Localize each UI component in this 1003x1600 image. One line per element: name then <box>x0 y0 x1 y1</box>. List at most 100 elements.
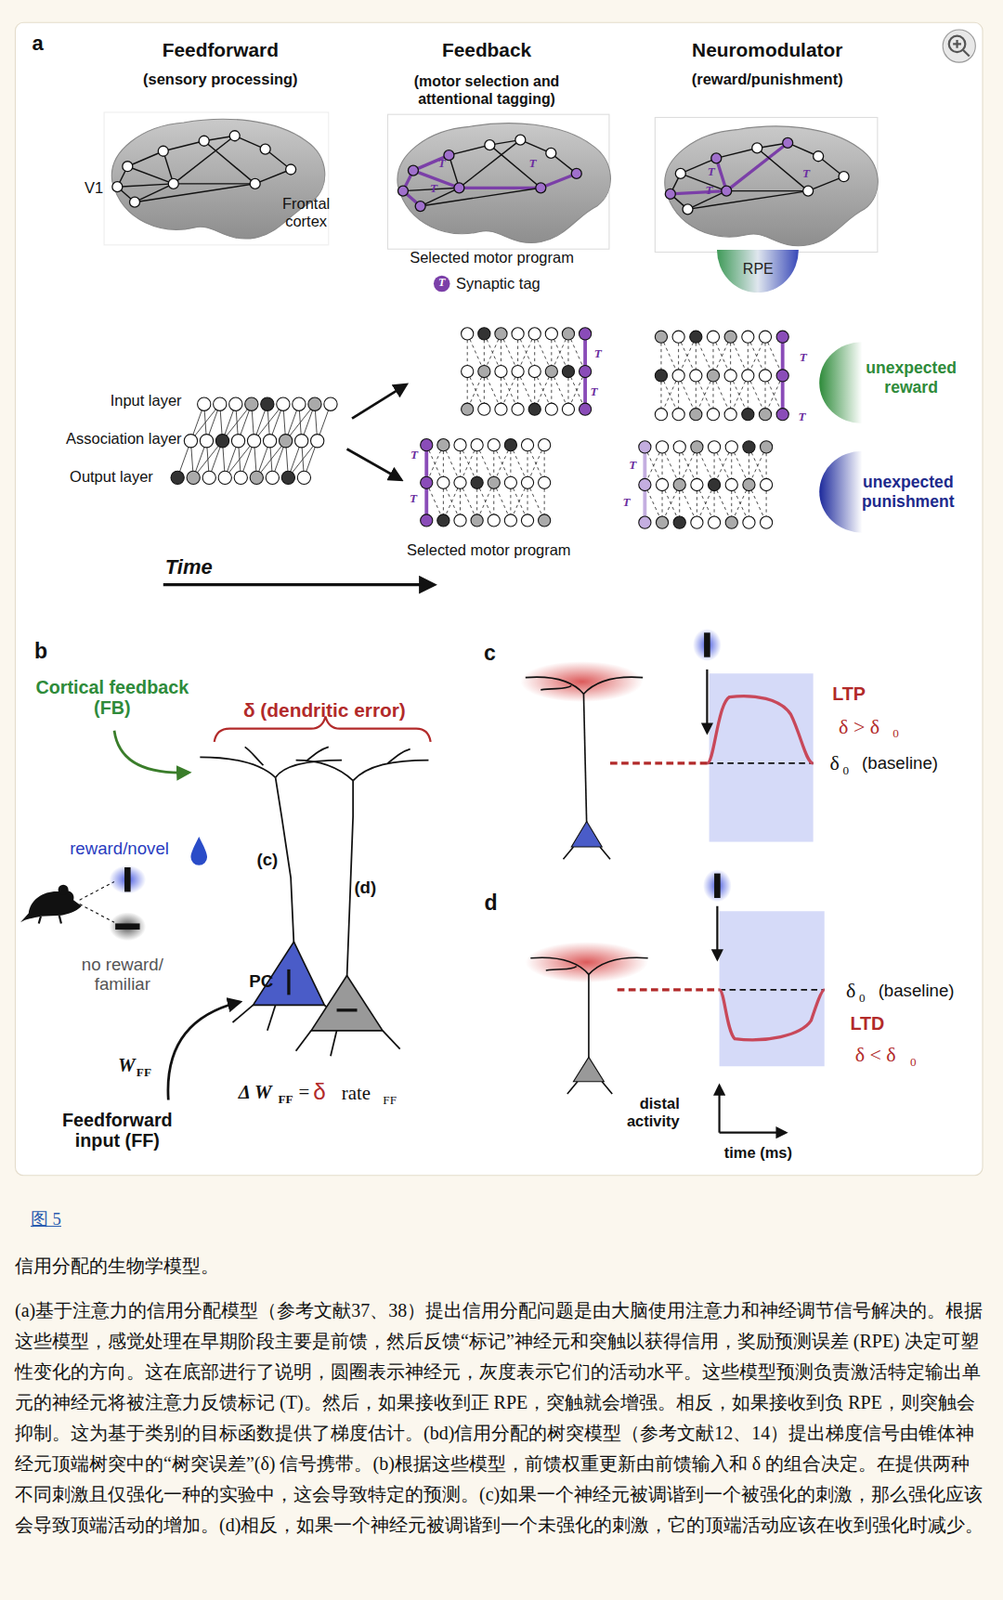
neuron-circle <box>494 327 508 340</box>
neuron-circle <box>297 470 311 484</box>
label: distal activity <box>606 1094 680 1131</box>
label: reward/novel <box>69 838 170 859</box>
baseline <box>719 989 825 991</box>
trace <box>719 989 825 1041</box>
stroke <box>173 135 235 184</box>
layer-network <box>654 330 789 421</box>
neuron-circle <box>725 441 738 454</box>
stroke <box>756 147 808 191</box>
label: (baseline) <box>878 980 955 1001</box>
brain-node <box>260 143 271 155</box>
neuron-circle <box>494 364 508 378</box>
label: δ <box>312 1079 326 1106</box>
neuron-circle <box>276 397 290 411</box>
stroke <box>670 191 727 195</box>
neuron-circle <box>420 514 433 527</box>
trace-baseline <box>610 761 707 765</box>
neuron-circle <box>231 434 245 448</box>
neuron-circle <box>470 514 483 527</box>
label: T <box>799 350 808 365</box>
label: 0 <box>910 1055 917 1069</box>
neuron-circle <box>760 441 773 454</box>
label: Frontal cortex <box>274 195 339 231</box>
neuron-circle <box>638 441 652 454</box>
label: Selected motor program <box>406 541 572 560</box>
neuron-circle <box>324 397 338 411</box>
stimulus-bar <box>124 867 131 892</box>
neuron-circle <box>706 408 719 421</box>
legend-text: Synaptic tag <box>455 274 541 293</box>
brain-network <box>664 137 849 214</box>
neuron-circle <box>420 476 433 489</box>
neuron-circle <box>538 439 551 452</box>
stroke <box>489 144 541 188</box>
brain-node <box>664 188 676 199</box>
neuron-circle <box>197 397 211 411</box>
label: Neuromodulator <box>691 39 843 62</box>
stroke <box>716 147 757 158</box>
stroke <box>726 190 808 192</box>
label: (motor selection and attentional tagging… <box>379 73 595 108</box>
network-group <box>112 130 849 529</box>
label: T <box>410 447 418 462</box>
brain-network <box>112 130 297 208</box>
layer-network <box>638 441 773 529</box>
brain-node <box>286 164 297 175</box>
label: a <box>32 31 44 55</box>
neuron-circle <box>690 369 703 382</box>
neuron-circle <box>213 397 227 411</box>
layer-network <box>170 397 338 484</box>
baseline <box>706 762 813 765</box>
neuron-circle <box>561 403 574 416</box>
droplet <box>190 836 208 866</box>
neuron-circle <box>234 470 248 484</box>
neuron-circle <box>202 470 216 484</box>
neuron-circle <box>690 516 704 529</box>
label: 0 <box>859 990 866 1005</box>
label: unexpected reward <box>854 358 969 396</box>
neuron-circle <box>218 470 232 484</box>
reward-window <box>719 911 825 1067</box>
label: T <box>798 409 807 424</box>
label: T <box>438 156 446 170</box>
neuron-circle <box>260 397 274 411</box>
label: LTP <box>832 683 866 705</box>
tag-swatch <box>433 275 451 293</box>
neuron-circle <box>437 476 450 489</box>
brain-node <box>249 178 261 189</box>
neuron-circle <box>654 330 667 343</box>
brain-image <box>664 126 878 247</box>
neuron-circle <box>758 408 771 421</box>
neuron-circle <box>545 403 558 416</box>
neuron-circle <box>673 478 686 491</box>
brain-node <box>782 137 794 148</box>
label: δ > δ <box>838 715 880 739</box>
neuron-circle <box>538 476 551 489</box>
label: (d) <box>353 877 377 898</box>
neuron-circle <box>245 397 259 411</box>
punishment-halfdisc <box>819 451 862 534</box>
halfdisc-path <box>716 249 799 293</box>
brain-node <box>752 143 763 154</box>
neuron-circle <box>528 403 541 416</box>
label: (sensory processing) <box>143 70 299 89</box>
neuron-circle <box>760 516 773 529</box>
label: T <box>628 457 637 472</box>
label: δ <box>830 751 840 775</box>
neuron-circle <box>654 369 667 382</box>
brain-node <box>454 182 465 194</box>
soma <box>311 975 383 1030</box>
brain-node <box>838 171 849 183</box>
stroke <box>448 144 490 156</box>
stimulus-glow <box>109 865 147 895</box>
brain-node <box>515 134 526 145</box>
label: T <box>707 164 716 179</box>
neuron-circle <box>538 514 551 527</box>
figure-title: 信用分配的生物学模型。 <box>14 1253 220 1279</box>
label: Δ W <box>238 1081 273 1104</box>
label: (baseline) <box>861 753 938 773</box>
label: T <box>409 491 417 506</box>
label: T <box>705 182 714 197</box>
neuron-circle <box>776 408 789 421</box>
